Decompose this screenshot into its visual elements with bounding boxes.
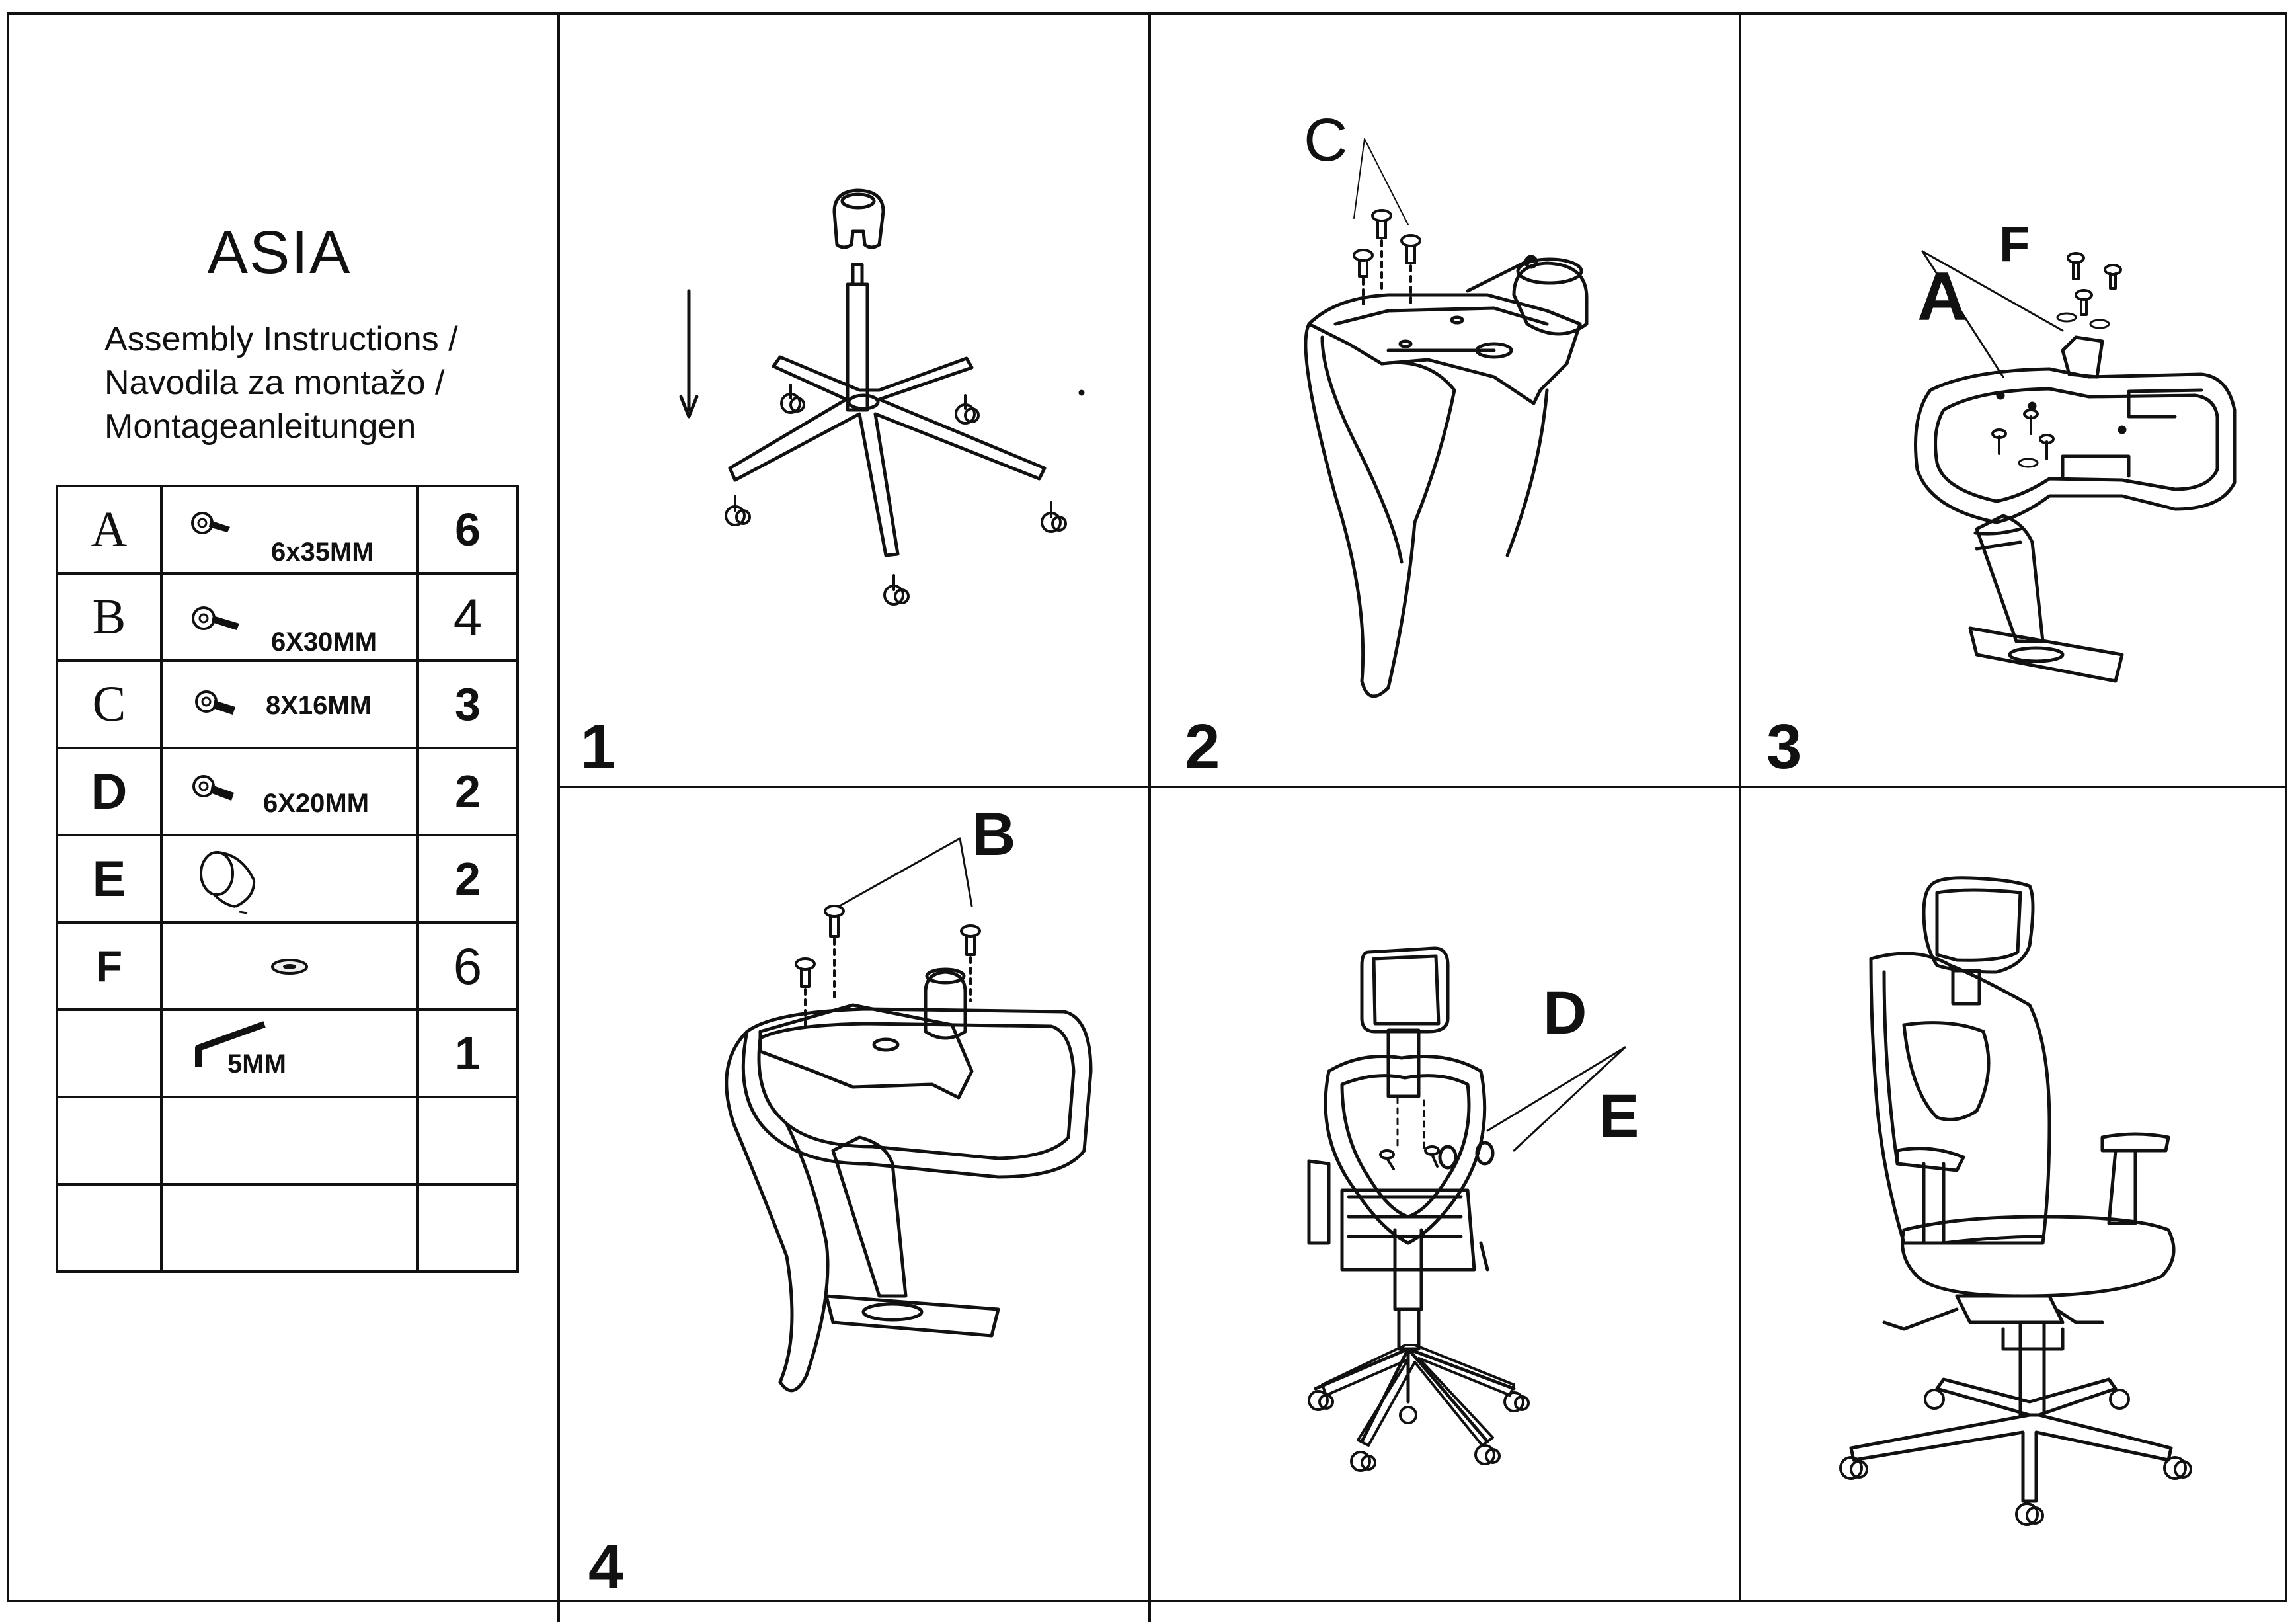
callout-label-f: F	[1999, 216, 2030, 272]
caster	[956, 395, 978, 423]
callout-label-a: A	[1917, 259, 1967, 335]
part-code	[56, 1008, 163, 1098]
callout-label-b: B	[972, 801, 1016, 868]
parts-row: E 2	[56, 834, 519, 924]
part-size: 6X30MM	[271, 628, 377, 657]
divider-column-2	[1148, 12, 1151, 1622]
part-code: C	[56, 659, 163, 749]
step-4-illustration	[694, 833, 1117, 1402]
parts-row: A 6x35MM 6	[56, 485, 519, 575]
parts-row: B 6X30MM 4	[56, 572, 519, 662]
part-code: D	[56, 747, 163, 836]
step-1-number: 1	[580, 711, 616, 782]
part-cell	[160, 834, 419, 924]
parts-row: F 6	[56, 921, 519, 1011]
bolt-icon	[192, 772, 234, 801]
part-qty: 1	[416, 1008, 519, 1098]
parts-row: D 6X20MM 2	[56, 747, 519, 836]
part-size: 5MM	[227, 1049, 286, 1078]
part-cell: 8X16MM	[160, 659, 419, 749]
part-qty: 2	[416, 747, 519, 836]
parts-table: A 6x35MM 6 B 6X30MM 4 C 8X16MM	[56, 485, 519, 1273]
part-cell: 6X30MM	[160, 572, 419, 662]
part-size: 8X16MM	[266, 691, 372, 720]
bolt-icon	[190, 604, 239, 630]
part-code	[56, 1183, 163, 1273]
caster	[726, 496, 750, 525]
parts-row	[56, 1183, 519, 1273]
subtitle-line-3: Montageanleitungen	[104, 407, 416, 446]
caster	[885, 575, 908, 604]
step-5-illustration	[1289, 939, 1587, 1494]
bolt-icon	[190, 510, 230, 539]
step-6-illustration	[1825, 873, 2208, 1521]
step-2-illustration	[1256, 99, 1653, 754]
subtitle-line-2: Navodila za montažo /	[104, 364, 445, 402]
part-code: B	[56, 572, 163, 662]
parts-row: 5MM 1	[56, 1008, 519, 1098]
caster	[781, 385, 804, 413]
caster	[1042, 503, 1066, 532]
part-qty: 6	[416, 921, 519, 1011]
divider-column-3	[1739, 12, 1741, 1602]
step-3-number: 3	[1766, 711, 1802, 782]
part-size: 6x35MM	[271, 538, 374, 567]
allen-key-icon	[193, 1019, 272, 1072]
step-1-illustration	[661, 172, 1124, 648]
part-qty: 3	[416, 659, 519, 749]
product-title: ASIA	[207, 219, 352, 286]
sleeve-icon	[196, 847, 262, 918]
callout-label-e: E	[1599, 1082, 1640, 1150]
sheet-frame	[7, 12, 2287, 1602]
part-qty	[416, 1096, 519, 1186]
divider-row	[559, 786, 2287, 788]
part-qty: 6	[416, 485, 519, 575]
washer-icon	[270, 957, 309, 977]
part-cell: 6X20MM	[160, 747, 419, 836]
part-code	[56, 1096, 163, 1186]
callout-label-c: C	[1304, 106, 1348, 174]
step-4-number: 4	[588, 1531, 624, 1602]
subtitle: Assembly Instructions / Navodila za mont…	[104, 317, 458, 448]
part-cell	[160, 1183, 419, 1273]
step-3-illustration	[1891, 218, 2235, 721]
part-cell	[160, 1096, 419, 1186]
bolt-icon	[194, 687, 235, 715]
part-cell	[160, 921, 419, 1011]
part-code: A	[56, 485, 163, 575]
part-cell: 5MM	[160, 1008, 419, 1098]
part-code: E	[56, 834, 163, 924]
part-qty: 2	[416, 834, 519, 924]
part-size: 6X20MM	[263, 789, 370, 818]
part-code: F	[56, 921, 163, 1011]
part-qty	[416, 1183, 519, 1273]
parts-row	[56, 1096, 519, 1186]
part-qty: 4	[416, 572, 519, 662]
callout-label-d: D	[1543, 979, 1587, 1047]
subtitle-line-1: Assembly Instructions /	[104, 320, 458, 358]
part-cell: 6x35MM	[160, 485, 419, 575]
divider-left-column	[557, 12, 560, 1622]
parts-row: C 8X16MM 3	[56, 659, 519, 749]
step-2-number: 2	[1185, 711, 1220, 782]
